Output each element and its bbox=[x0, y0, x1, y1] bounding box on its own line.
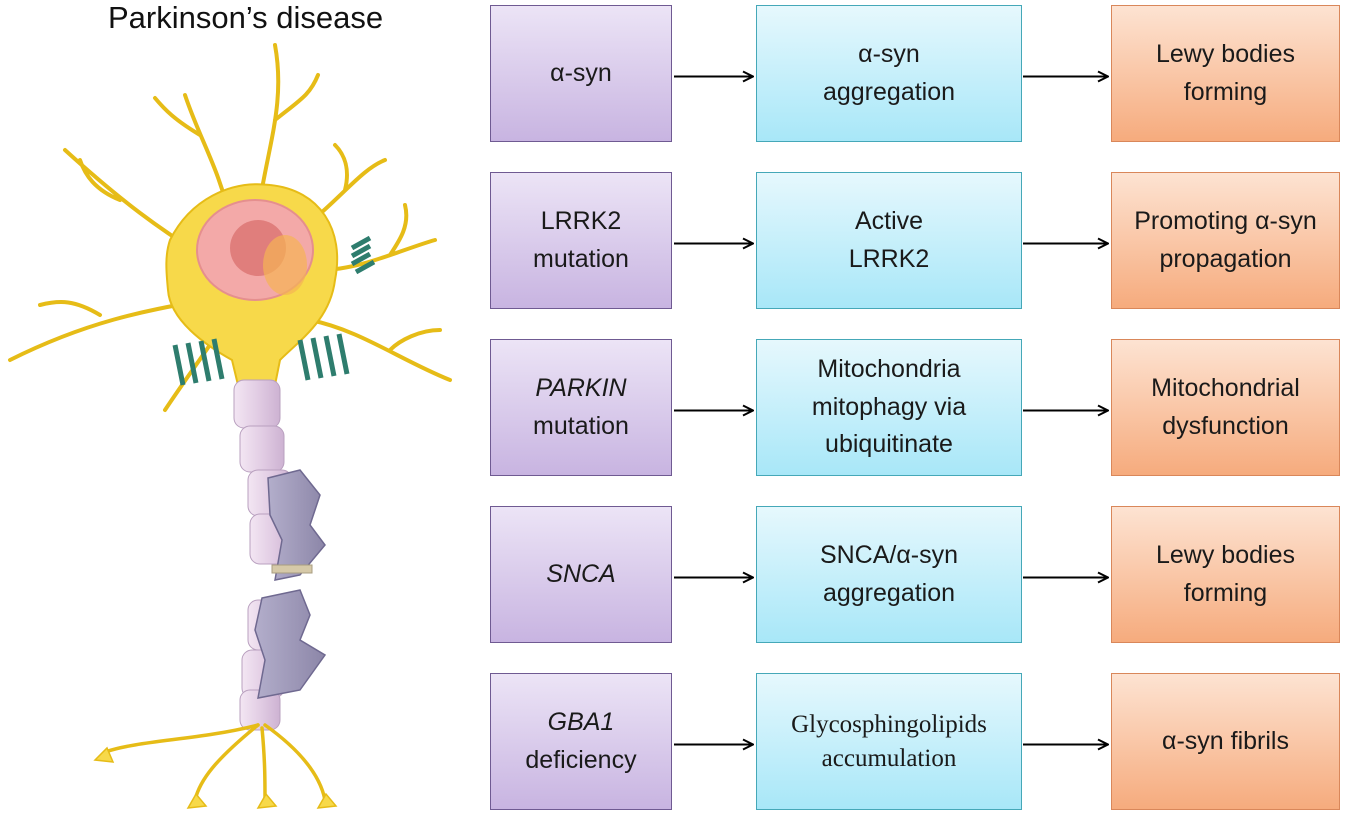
mechanism-label-line: Active bbox=[854, 207, 924, 235]
cause-label-line: α-syn bbox=[550, 58, 612, 87]
outcome-label-line: dysfunction bbox=[1162, 411, 1289, 440]
figure-title: Parkinson’s disease bbox=[108, 0, 384, 35]
mechanism-label-line: SNCA/α-syn bbox=[819, 541, 959, 569]
mechanism-label-line: Glycosphingolipids bbox=[791, 710, 987, 738]
alpha-synuclein-helix bbox=[172, 235, 376, 386]
cause-box: LRRK2 mutation bbox=[490, 172, 672, 309]
cause-label-line: mutation bbox=[533, 411, 629, 440]
outcome-box: α-syn fibrils bbox=[1111, 673, 1340, 810]
mechanism-label-line: ubiquitinate bbox=[825, 430, 953, 459]
outcome-box: Lewy bodies forming bbox=[1111, 506, 1340, 643]
cause-box: GBA1 deficiency bbox=[490, 673, 672, 810]
cause-label-line: deficiency bbox=[525, 745, 637, 774]
outcome-box: Mitochondrial dysfunction bbox=[1111, 339, 1340, 476]
outcome-label-line: Promoting α-syn bbox=[1134, 207, 1317, 235]
mechanism-box: Mitochondria mitophagy via ubiquitinate bbox=[756, 339, 1022, 476]
myelin-sheath bbox=[254, 469, 327, 699]
cause-box: α-syn bbox=[490, 5, 672, 142]
cause-label-line: mutation bbox=[533, 244, 629, 273]
cause-label-line: PARKIN bbox=[535, 374, 627, 402]
mechanism-label-line: accumulation bbox=[821, 744, 957, 772]
outcome-label-line: Mitochondrial bbox=[1151, 374, 1300, 402]
cause-box: PARKIN mutation bbox=[490, 339, 672, 476]
mechanism-label-line: Mitochondria bbox=[817, 355, 961, 384]
cause-label-line: LRRK2 bbox=[540, 207, 622, 235]
mechanism-label-line: LRRK2 bbox=[848, 244, 930, 273]
outcome-label-line: Lewy bodies bbox=[1156, 40, 1295, 68]
mechanism-label-line: aggregation bbox=[822, 578, 956, 607]
outcome-label-line: forming bbox=[1183, 578, 1268, 607]
mechanism-box: Glycosphingolipids accumulation bbox=[756, 673, 1022, 810]
cause-label-line: SNCA bbox=[546, 559, 616, 588]
neuron-illustration bbox=[8, 43, 452, 809]
outcome-box: Promoting α-syn propagation bbox=[1111, 172, 1340, 309]
mechanism-box: α-syn aggregation bbox=[756, 5, 1022, 142]
outcome-label-line: forming bbox=[1183, 77, 1268, 106]
mechanism-label-line: aggregation bbox=[822, 77, 956, 106]
cause-label-line: GBA1 bbox=[547, 708, 615, 736]
mechanism-label-line: α-syn bbox=[858, 40, 920, 68]
mechanism-label-line: mitophagy via bbox=[811, 392, 967, 421]
cause-box: SNCA bbox=[490, 506, 672, 643]
synaptic-bouton bbox=[93, 746, 338, 809]
outcome-box: Lewy bodies forming bbox=[1111, 5, 1340, 142]
outcome-label-line: propagation bbox=[1159, 244, 1292, 273]
outcome-label-line: Lewy bodies bbox=[1156, 541, 1295, 569]
outcome-label-line: α-syn fibrils bbox=[1162, 726, 1289, 755]
mechanism-box: SNCA/α-syn aggregation bbox=[756, 506, 1022, 643]
